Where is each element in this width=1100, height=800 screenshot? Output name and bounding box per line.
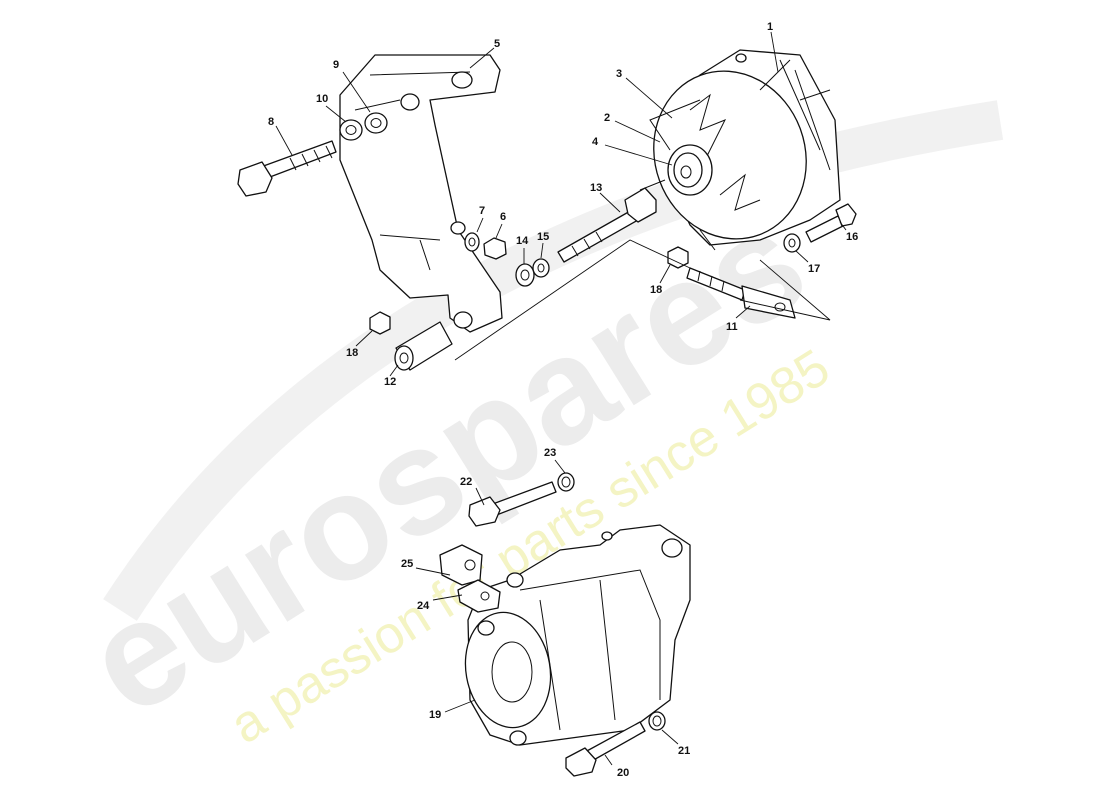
- bolt-22: [468, 481, 557, 527]
- mounting-bracket: [339, 54, 503, 333]
- callout-2: 2: [604, 112, 610, 124]
- callouts: 1 2 3 4 5 6 7 8 9 10 11 12 13 14 15 16 1…: [268, 21, 858, 779]
- callout-7: 7: [479, 205, 485, 217]
- spacer-tube-12: [394, 321, 453, 371]
- callout-21: 21: [678, 745, 690, 757]
- callout-18-right: 18: [650, 284, 662, 296]
- washer-17: [783, 233, 801, 253]
- callout-5: 5: [494, 38, 500, 50]
- callout-19: 19: [429, 709, 441, 721]
- callout-15: 15: [537, 231, 549, 243]
- callout-9: 9: [333, 59, 339, 71]
- callout-4: 4: [592, 136, 599, 148]
- nut-18-right: [667, 246, 689, 269]
- leader-lines: [275, 31, 847, 766]
- callout-14: 14: [516, 235, 529, 247]
- callout-24: 24: [417, 600, 430, 612]
- callout-23: 23: [544, 447, 556, 459]
- callout-3: 3: [616, 68, 622, 80]
- bolt-13: [557, 187, 657, 263]
- callout-10: 10: [316, 93, 328, 105]
- bolt-20: [565, 721, 646, 777]
- callout-8: 8: [268, 116, 274, 128]
- alternator: [639, 49, 841, 251]
- alignment-lines: [454, 239, 831, 361]
- callout-17: 17: [808, 263, 820, 275]
- bolt-16: [805, 203, 857, 243]
- callout-16: 16: [846, 231, 858, 243]
- nut-and-washer-6-7: [464, 232, 507, 260]
- bolt-8: [237, 140, 337, 197]
- callout-1: 1: [767, 21, 773, 33]
- solenoid-terminals: [439, 544, 524, 613]
- callout-20: 20: [617, 767, 629, 779]
- callout-6: 6: [500, 211, 506, 223]
- callout-13: 13: [590, 182, 602, 194]
- spacer-washers: [339, 112, 388, 141]
- callout-22: 22: [460, 476, 472, 488]
- callout-25: 25: [401, 558, 413, 570]
- callout-11: 11: [726, 321, 738, 333]
- washers-14-15: [515, 258, 550, 287]
- washer-21: [648, 711, 666, 731]
- callout-12: 12: [384, 376, 396, 388]
- callout-18-left: 18: [346, 347, 358, 359]
- nut-18-left: [369, 311, 391, 335]
- washer-23: [557, 472, 575, 492]
